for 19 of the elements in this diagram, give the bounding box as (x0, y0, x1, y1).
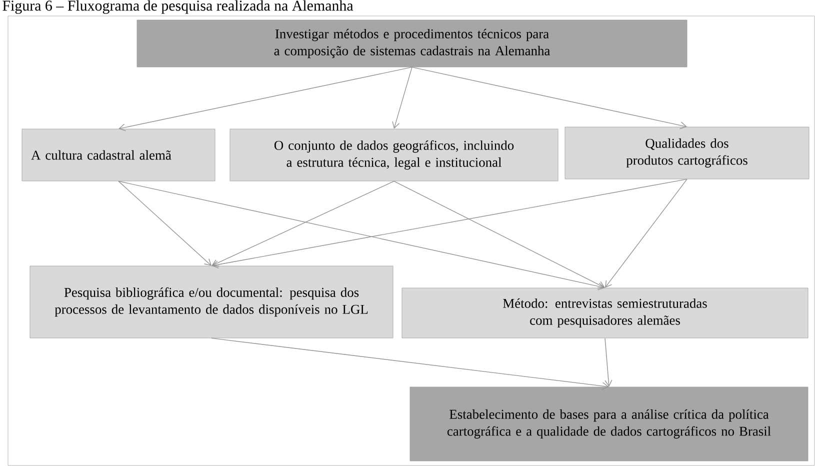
process-box: A cultura cadastral alemã (22, 128, 216, 182)
arrow (212, 180, 394, 266)
arrow (118, 66, 412, 132)
arrow (392, 66, 412, 129)
arrow (118, 180, 212, 266)
arrow (212, 178, 688, 268)
process-box: Método: entrevistas semiestruturadas com pesquisadores alemães (402, 288, 808, 338)
arrow (211, 338, 609, 390)
process-box: Qualidades dos produtos cartográficos (564, 126, 810, 180)
process-box: O conjunto de dados geográficos, incluindo a estrutura técnica, legal e institucional (230, 128, 558, 182)
arrow (412, 66, 687, 130)
arrow (118, 180, 605, 290)
process-box: Estabelecimento de bases para a análise crítica da política cartográfica e a qualidade de dados cartográficos no Brasil (410, 386, 808, 462)
arrow (605, 178, 688, 288)
figure-title: Figura 6 – Fluxograma de pesquisa realizada na Alemanha (2, 0, 354, 14)
arrow (394, 180, 605, 288)
process-box: Investigar métodos e procedimentos técnicos para a composição de sistemas cadastrais na Alemanha (136, 20, 688, 68)
arrow (604, 338, 612, 387)
process-box: Pesquisa bibliográfica e/ou documental: pesquisa dos processos de levantamento de dados disponíveis no LGL (30, 266, 394, 338)
